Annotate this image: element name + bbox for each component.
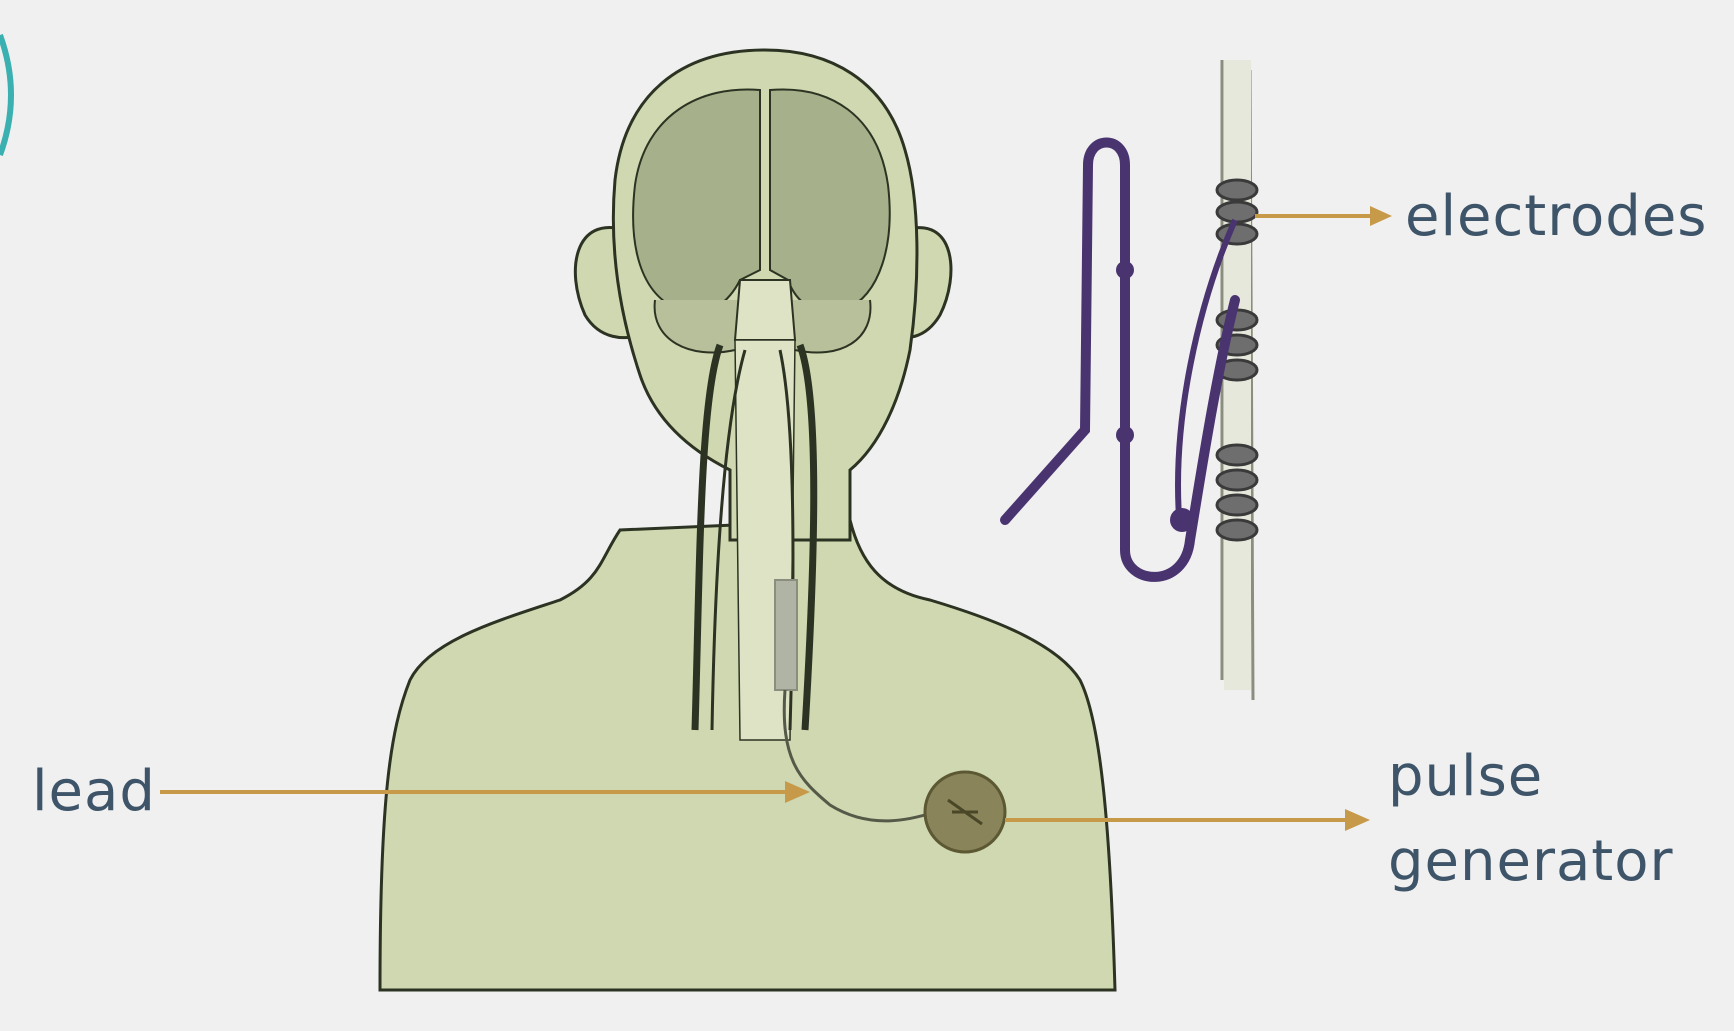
corner-accent bbox=[0, 35, 11, 155]
electrodes-arrow-head bbox=[1370, 206, 1392, 226]
pulse-generator-disc-icon bbox=[925, 772, 1005, 852]
pulse-generator-arrow-head bbox=[1345, 809, 1370, 831]
neck-electrode bbox=[775, 580, 797, 690]
label-lead: lead bbox=[32, 759, 156, 824]
electrode-lead-loop bbox=[1005, 143, 1235, 577]
label-pulse-generator-line2: generator bbox=[1388, 829, 1674, 894]
label-pulse-generator-line1: pulse bbox=[1388, 744, 1543, 809]
electrode-inset bbox=[1005, 60, 1257, 700]
brainstem bbox=[735, 280, 795, 340]
label-electrodes: electrodes bbox=[1405, 184, 1707, 249]
